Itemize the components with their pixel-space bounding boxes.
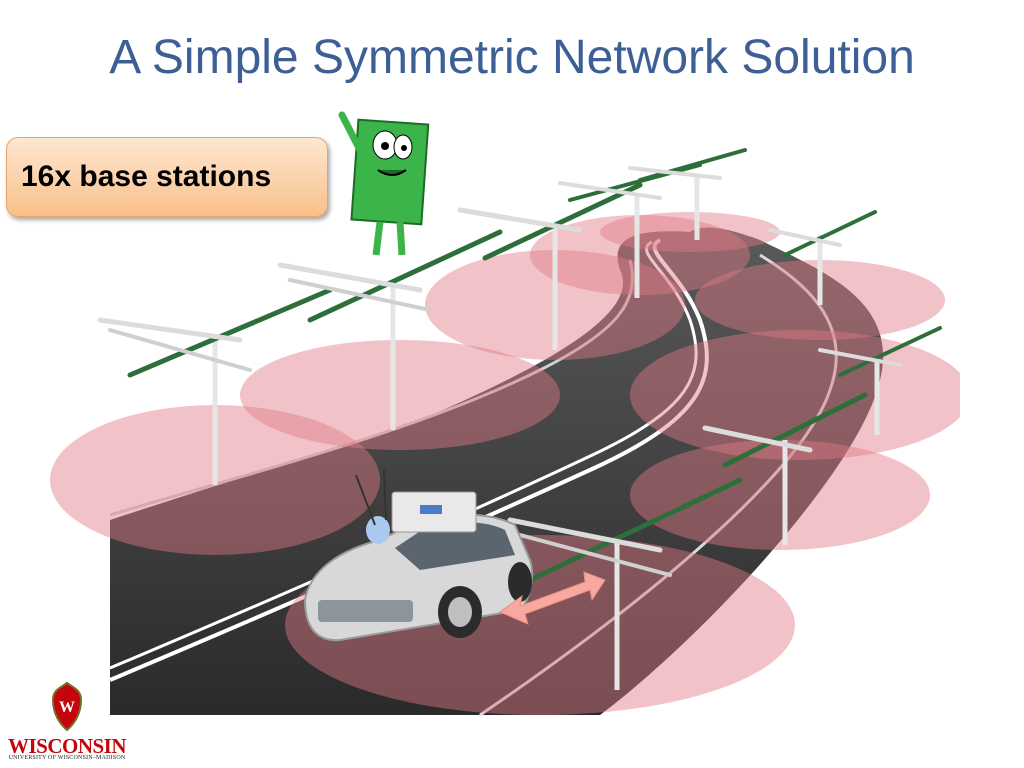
antenna-boom [628, 148, 747, 182]
base-stations-callout: 16x base stations [6, 137, 328, 217]
callout-text: 16x base stations [21, 160, 272, 193]
logo-subtitle: UNIVERSITY OF WISCONSIN–MADISON [8, 755, 126, 761]
car [303, 469, 533, 642]
antenna-boom [507, 477, 743, 583]
crest-letter: W [59, 699, 75, 716]
coverage-area [240, 340, 560, 450]
antenna-boom [768, 210, 877, 257]
antenna-boom [277, 229, 503, 323]
coverage-area [630, 440, 930, 550]
antenna-boom [97, 287, 333, 378]
university-logo: W WISCONSIN UNIVERSITY OF WISCONSIN–MADI… [6, 682, 128, 766]
network-illustration [50, 111, 960, 717]
money-character [338, 111, 430, 256]
coverage-area [600, 212, 780, 252]
slide-title: A Simple Symmetric Network Solution [109, 31, 915, 84]
link-arrow [498, 571, 606, 625]
crest-icon: W [51, 682, 83, 732]
antenna-boom [818, 326, 942, 377]
antenna-boom [457, 182, 643, 261]
antenna-boom [702, 392, 868, 468]
base-station-antennas [97, 148, 942, 690]
logo-wordmark: WISCONSIN [7, 734, 127, 758]
